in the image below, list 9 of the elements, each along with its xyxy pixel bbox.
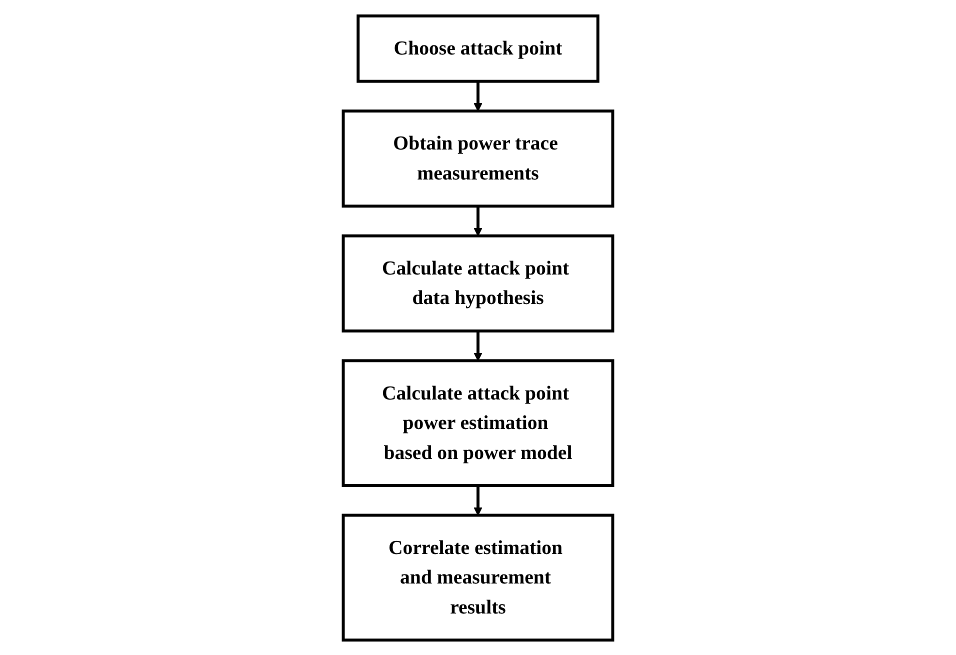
arrow xyxy=(474,206,482,236)
arrow xyxy=(474,80,482,111)
node-box: Obtain power trace measurements xyxy=(342,109,614,208)
node-box: Choose attack point xyxy=(356,14,600,82)
arrow xyxy=(474,485,482,516)
node-box: Calculate attack point power estimation based on power model xyxy=(342,358,614,486)
node-box: Correlate estimation and measurement results xyxy=(342,513,614,642)
arrow xyxy=(474,330,482,361)
node-box: Calculate attack point data hypothesis xyxy=(342,234,614,332)
